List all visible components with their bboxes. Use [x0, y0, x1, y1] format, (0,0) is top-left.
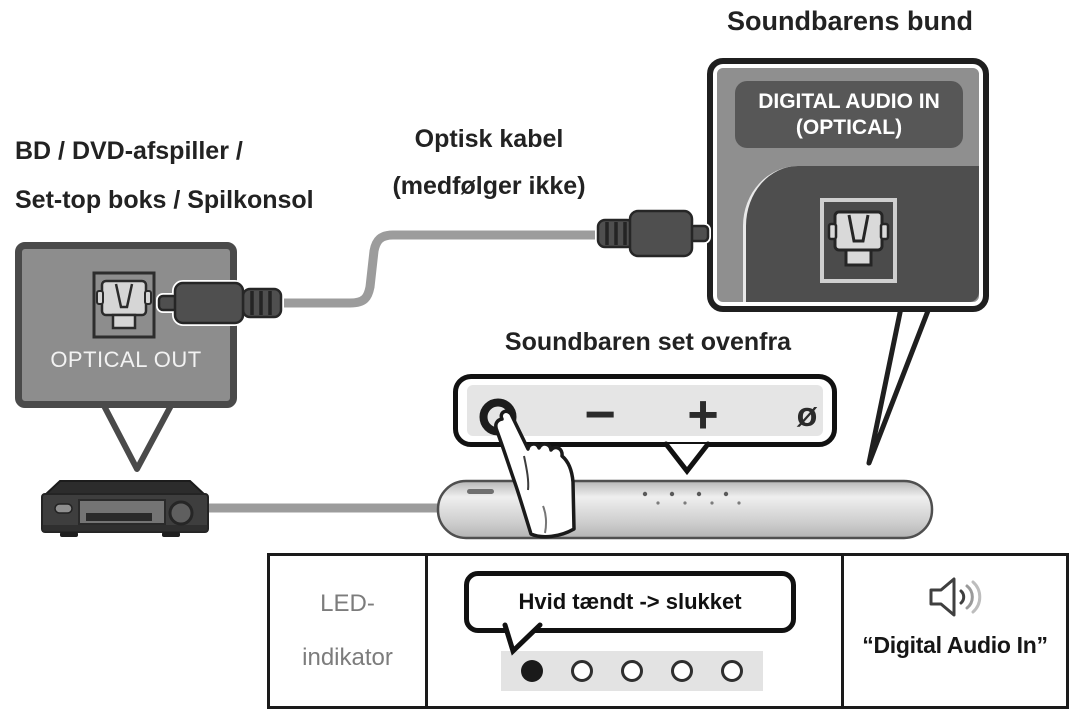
pointer-to-soundbar-icon	[866, 300, 934, 466]
digital-audio-in-label: DIGITAL AUDIO IN (OPTICAL)	[735, 81, 963, 148]
digital-audio-in-line2: (OPTICAL)	[795, 115, 903, 139]
status-bubble: Hvid tændt -> slukket	[464, 571, 796, 633]
dvd-knob	[168, 500, 194, 526]
led-dot-on	[521, 660, 543, 682]
pointer-to-dvd-icon	[98, 397, 177, 472]
control-callout: − + ø	[453, 374, 837, 447]
soundbar-bottom-label: Soundbarens bund	[727, 6, 973, 36]
led-indicator-cell: LED- indikator	[270, 556, 425, 706]
source-cell: “Digital Audio In”	[841, 556, 1066, 706]
power-button	[479, 398, 517, 436]
optical-cable-line1: Optisk kabel	[414, 125, 564, 153]
optical-out-label: OPTICAL OUT	[50, 347, 202, 372]
source-device-line2: Set-top boks / Spilkonsol	[15, 186, 314, 214]
led-dot-off	[571, 660, 593, 682]
info-table: LED- indikator Hvid tændt -> slukket “Di…	[267, 553, 1069, 709]
led-indicator-line2: indikator	[302, 644, 393, 671]
led-dot-off	[621, 660, 643, 682]
led-dot-off	[721, 660, 743, 682]
source-device-line1: BD / DVD-afspiller /	[15, 137, 243, 165]
digital-audio-in-panel: DIGITAL AUDIO IN (OPTICAL)	[707, 58, 989, 312]
digital-audio-in-line1: DIGITAL AUDIO IN	[758, 89, 940, 113]
volume-down-button: −	[584, 384, 616, 445]
source-name: “Digital Audio In”	[862, 632, 1048, 658]
soundbar-top-buttons	[642, 491, 729, 497]
soundbar-display-slot	[467, 489, 494, 494]
soundbar-top-leds	[656, 501, 741, 505]
soundbar-top-view-label: Soundbaren set ovenfra	[504, 328, 792, 356]
led-dot-off	[671, 660, 693, 682]
optical-port-icon	[92, 271, 156, 339]
led-strip	[501, 651, 763, 691]
soundbar	[436, 479, 934, 540]
mic-mute-button: ø	[796, 395, 818, 434]
led-indicator-label: LED- indikator	[270, 556, 425, 706]
optical-cable-label: Optisk kabel (medfølger ikke)	[354, 116, 624, 210]
volume-up-button: +	[687, 384, 719, 445]
control-strip	[467, 385, 823, 436]
digital-audio-port-icon	[820, 198, 897, 283]
soundbar-bottom-corner	[743, 166, 979, 302]
led-indicator-line1: LED-	[320, 590, 375, 617]
optical-cable	[282, 230, 602, 308]
status-bubble-text: Hvid tændt -> slukket	[518, 589, 742, 614]
speaker-icon	[929, 577, 982, 617]
optical-cable-line2: (medfølger ikke)	[392, 172, 586, 200]
dvd-button	[54, 503, 73, 514]
source-device-label: BD / DVD-afspiller / Set-top boks / Spil…	[15, 127, 314, 225]
optical-out-panel: OPTICAL OUT	[15, 242, 237, 408]
led-status-cell: Hvid tændt -> slukket	[425, 556, 841, 706]
dvd-player	[41, 480, 209, 537]
